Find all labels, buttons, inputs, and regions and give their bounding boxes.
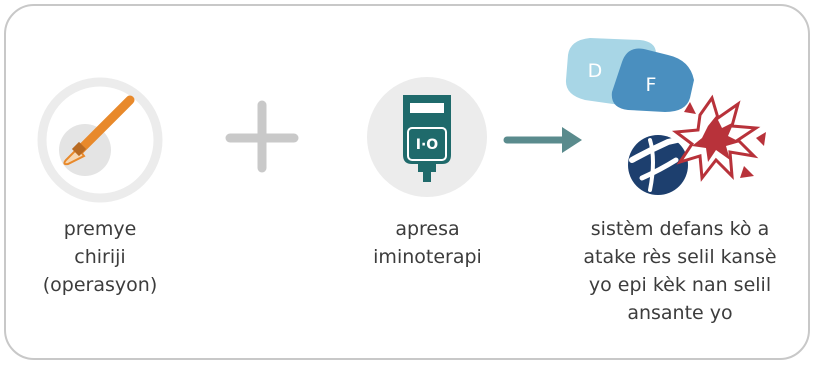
- caption-line: yo epi kèk nan selil: [588, 274, 772, 296]
- cell-f: [611, 48, 694, 112]
- cell-d-label: D: [587, 60, 603, 82]
- caption-line: apresa: [395, 218, 460, 240]
- cell-f-label: F: [645, 74, 657, 96]
- iv-bag-icon: [367, 77, 487, 197]
- caption-line: chiriji: [74, 246, 126, 268]
- iv-bag-label: I·O: [415, 137, 439, 153]
- caption-immunotherapy: apresa iminoterapi: [355, 215, 500, 271]
- caption-line: ansante yo: [627, 302, 733, 324]
- caption-line: sistèm defans kò a: [590, 218, 770, 240]
- caption-line: premye: [63, 218, 137, 240]
- plus-icon: [225, 100, 299, 173]
- caption-surgery: premye chiriji (operasyon): [25, 215, 175, 299]
- arrow-right-icon: [503, 127, 582, 153]
- immune-attack-icon: [565, 38, 766, 195]
- caption-line: atake rès selil kansè: [583, 246, 777, 268]
- caption-line: (operasyon): [42, 274, 158, 296]
- caption-immune-response: sistèm defans kò a atake rès selil kansè…: [560, 215, 800, 327]
- caption-line: iminoterapi: [373, 246, 482, 268]
- scalpel-icon: [37, 77, 163, 203]
